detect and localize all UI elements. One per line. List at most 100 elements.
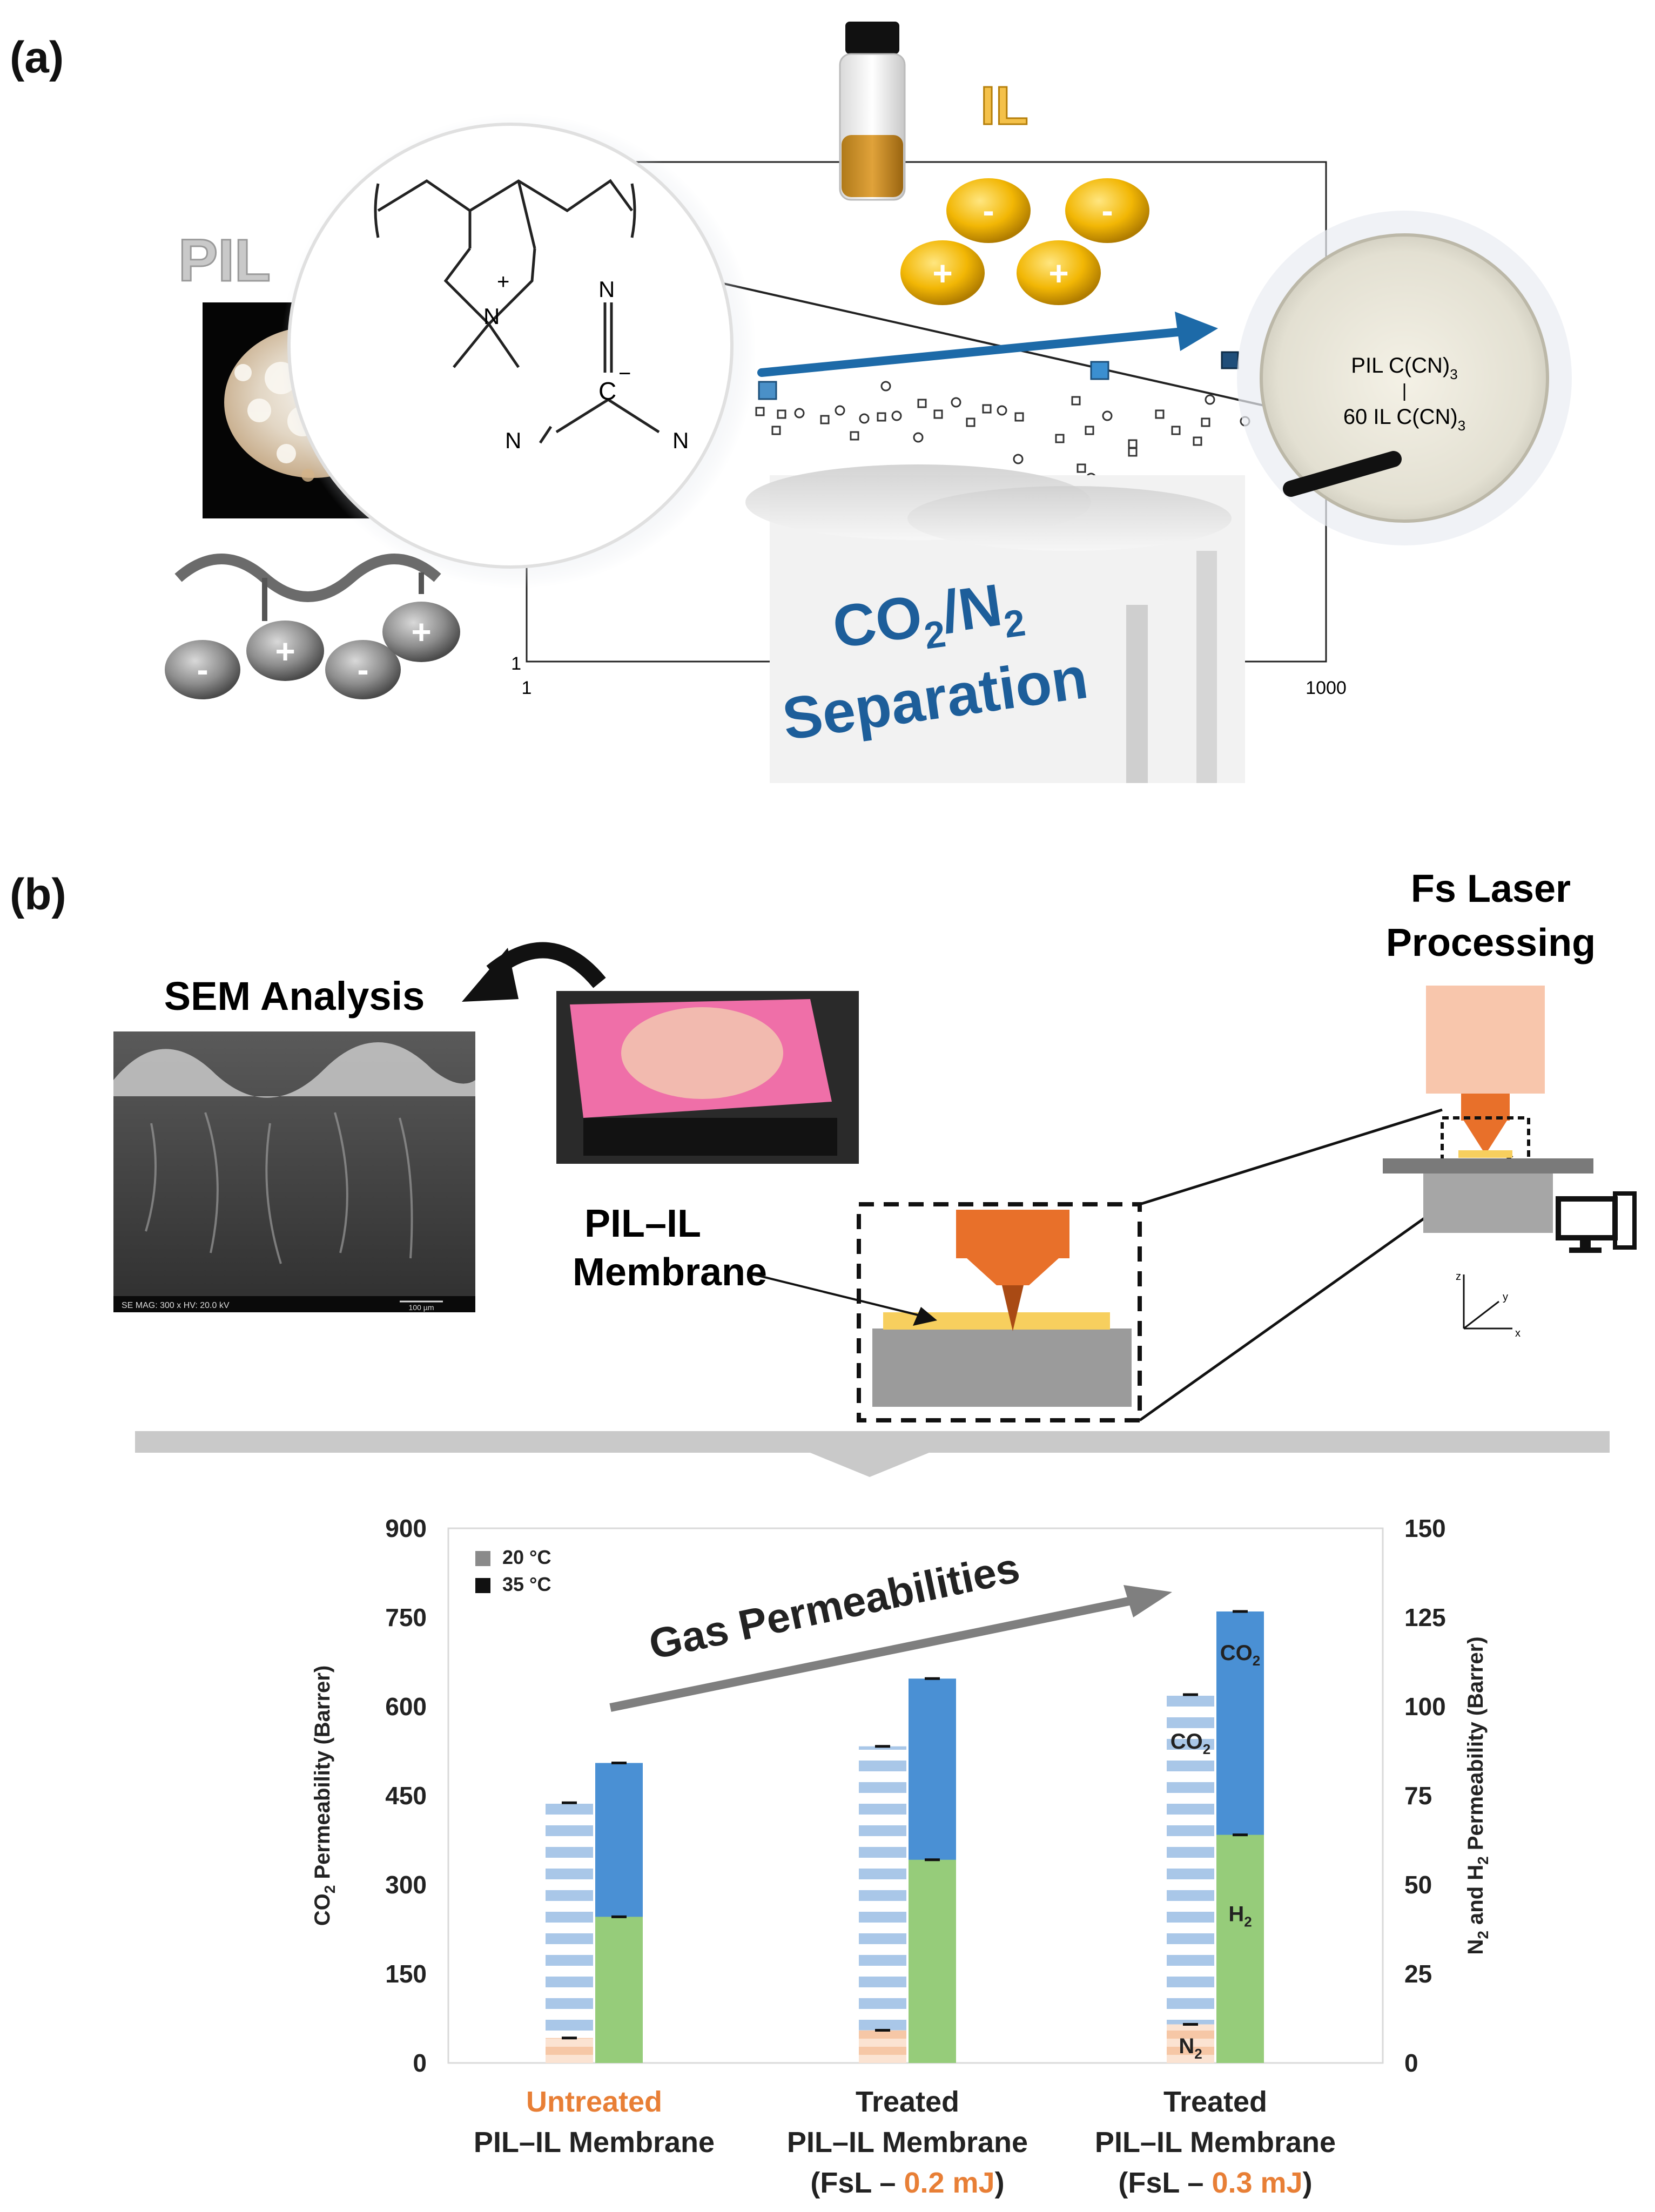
sem-caption: SE MAG: 300 x HV: 20.0 kV — [122, 1301, 230, 1310]
y-left-axis-title: CO2 Permeability (Barrer) — [311, 1665, 338, 1926]
pil-label: PIL — [178, 227, 271, 294]
chart-title: Gas Permeabilities — [645, 1543, 1024, 1668]
y-right-tick-label: 100 — [1404, 1692, 1446, 1721]
trend-arrow — [609, 1597, 1130, 1712]
chem-nitrile-n: N — [598, 276, 615, 302]
svg-text:-: - — [983, 191, 994, 230]
panel-b-graphic: SEM Analysis SE MAG: 300 x HV: 20.0 kV 1… — [113, 867, 1637, 1442]
legend-label: 35 °C — [502, 1573, 551, 1595]
category-label-line1: Treated — [856, 2086, 959, 2118]
chem-nitrile-n: N — [672, 428, 689, 453]
trend-arrow-head — [1123, 1585, 1172, 1617]
bar-n2-20c — [859, 2030, 906, 2063]
highlight-marker — [758, 381, 777, 400]
tweezers — [1283, 451, 1402, 497]
stage-plate — [1383, 1158, 1593, 1174]
category-label-line1: Untreated — [526, 2086, 662, 2118]
chemical-structure — [374, 179, 660, 444]
legend-label: 20 °C — [502, 1546, 551, 1568]
bar-gas-label: CO2 — [1220, 1641, 1260, 1669]
category-label-line2: PIL–IL Membrane — [474, 2126, 715, 2159]
membrane-text-line1: PIL C(CN)3 — [1351, 354, 1457, 382]
separation-title: CO2/N2 — [829, 569, 1028, 670]
chem-carbanion: C — [598, 377, 616, 405]
svg-text:y: y — [1503, 1291, 1508, 1303]
svg-text:+: + — [932, 254, 952, 293]
smokestack — [1126, 605, 1148, 783]
svg-text:+: + — [411, 612, 431, 651]
chem-plus-charge: + — [497, 270, 509, 294]
sem-title: SEM Analysis — [164, 974, 425, 1019]
bar-h2-35c — [909, 1859, 956, 2063]
membrane-disc — [1260, 233, 1549, 523]
y-left-tick-label: 750 — [385, 1603, 427, 1631]
bar-h2-35c — [1216, 1835, 1264, 2063]
chem-nitrogen: N — [483, 304, 500, 329]
computer-icon — [1556, 1191, 1637, 1253]
svg-text:-: - — [197, 650, 208, 689]
svg-text:-: - — [357, 650, 368, 689]
bar-gas-label: CO2 — [1170, 1730, 1210, 1757]
il-ions — [900, 178, 1149, 305]
legend-swatch — [475, 1551, 490, 1566]
y-right-tick-label: 0 — [1404, 2049, 1418, 2077]
y-left-tick-label: 150 — [385, 1960, 427, 1988]
y-left-tick-label: 300 — [385, 1871, 427, 1899]
bar-co2-20c — [546, 1803, 593, 2063]
y-left-tick-label: 450 — [385, 1782, 427, 1810]
divider-chevron — [135, 1431, 1610, 1477]
bar-n2-20c — [1167, 2024, 1214, 2063]
bar-co2-20c — [1167, 1695, 1214, 2063]
pil-ions — [165, 602, 460, 699]
axis-y-tick: 1 — [511, 653, 521, 674]
sem-scale-bar: 100 µm — [409, 1303, 434, 1312]
stage-base — [1423, 1174, 1553, 1233]
y-right-axis-title: N2 and H2 Permeability (Barrer) — [1464, 1636, 1491, 1954]
chem-minus-charge: − — [618, 362, 631, 386]
category-label-line3: (FsL – 0.2 mJ) — [810, 2167, 1004, 2199]
y-right-tick-label: 125 — [1404, 1603, 1446, 1631]
svg-text:+: + — [275, 632, 295, 671]
il-label: IL — [980, 76, 1028, 136]
polymer-chain — [174, 554, 441, 602]
y-right-tick-label: 150 — [1404, 1514, 1446, 1542]
bar-n2-20c — [546, 2038, 593, 2063]
membrane-label-line2: Membrane — [573, 1251, 767, 1294]
axis-x-tick-right: 1000 — [1306, 678, 1347, 698]
highlight-marker — [1221, 351, 1239, 369]
highlight-marker — [1090, 361, 1109, 380]
category-label-line3: (FsL – 0.3 mJ) — [1118, 2167, 1312, 2199]
y-left-tick-label: 0 — [413, 2049, 427, 2077]
svg-text:-: - — [1101, 191, 1113, 230]
category-label-line1: Treated — [1163, 2086, 1267, 2118]
upper-bound-line — [699, 277, 1286, 412]
svg-text:+: + — [1048, 254, 1068, 293]
panel-a-graphic: 1 1 1000 CO2/N2 Separation PIL — [165, 22, 1572, 783]
y-right-tick-label: 50 — [1404, 1871, 1432, 1899]
y-left-tick-label: 600 — [385, 1692, 427, 1721]
scatter-markers — [755, 381, 1250, 483]
laser-head — [1426, 986, 1545, 1094]
svg-text:x: x — [1515, 1327, 1521, 1339]
bar-gas-label: H2 — [1228, 1903, 1252, 1930]
y-left-tick-label: 900 — [385, 1514, 427, 1542]
y-right-tick-label: 75 — [1404, 1782, 1432, 1810]
membrane-label-line1: PIL–IL — [584, 1202, 701, 1245]
axis-x-tick-left: 1 — [522, 678, 532, 698]
category-label-line2: PIL–IL Membrane — [787, 2126, 1028, 2159]
bar-gas-label: N2 — [1179, 2034, 1202, 2062]
svg-text:|: | — [1402, 381, 1407, 401]
panel-a-label: (a) — [10, 33, 64, 82]
y-right-tick-label: 25 — [1404, 1960, 1432, 1988]
bar-h2-35c — [595, 1917, 643, 2063]
laser-title-line1: Fs Laser — [1411, 867, 1571, 911]
chem-nitrile-n: N — [505, 428, 521, 453]
arrow-head — [1175, 312, 1218, 351]
category-label-line2: PIL–IL Membrane — [1095, 2126, 1336, 2159]
membrane-text-line2: 60 IL C(CN)3 — [1343, 405, 1465, 434]
panel-b-label: (b) — [10, 870, 66, 919]
axes-icon — [1463, 1274, 1512, 1330]
legend-swatch — [475, 1578, 490, 1593]
bar-co2-20c — [859, 1746, 906, 2063]
